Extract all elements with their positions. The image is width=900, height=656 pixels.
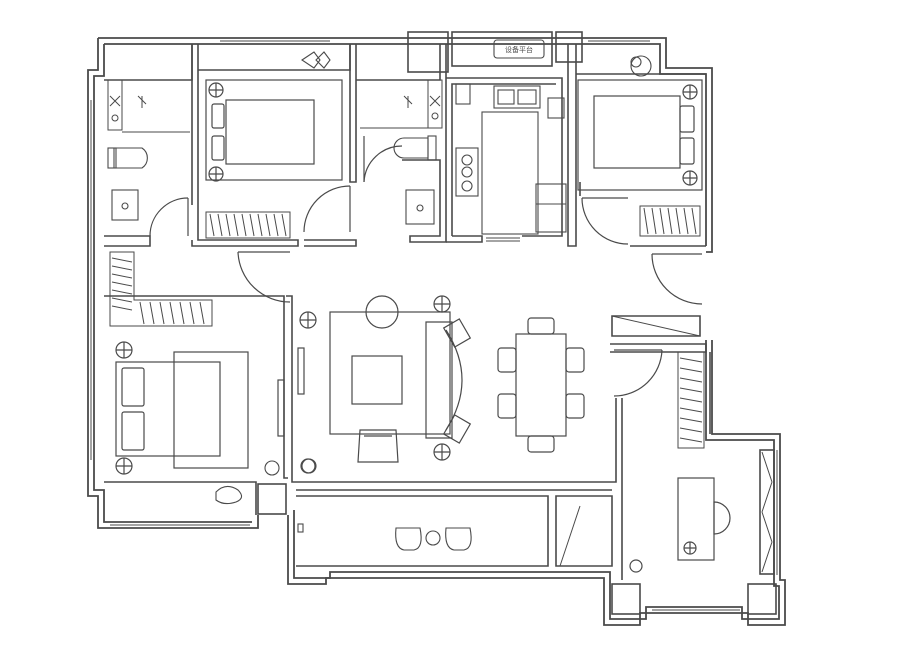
bed-icon — [115, 79, 703, 475]
exterior-walls — [87, 37, 786, 626]
sink-icon — [455, 39, 565, 119]
wardrobe-icon — [109, 205, 773, 573]
desk-icon — [629, 477, 731, 573]
shower-icon — [107, 79, 443, 133]
interior-walls — [104, 31, 777, 615]
sofa-icon — [277, 295, 472, 474]
toilet-icon — [107, 135, 437, 225]
dining-table-icon — [497, 317, 585, 453]
plant-icon — [215, 51, 652, 551]
equipment-platform-label: 设备平台 — [505, 45, 533, 54]
door-swings — [149, 136, 703, 397]
stove-icon — [455, 111, 567, 235]
